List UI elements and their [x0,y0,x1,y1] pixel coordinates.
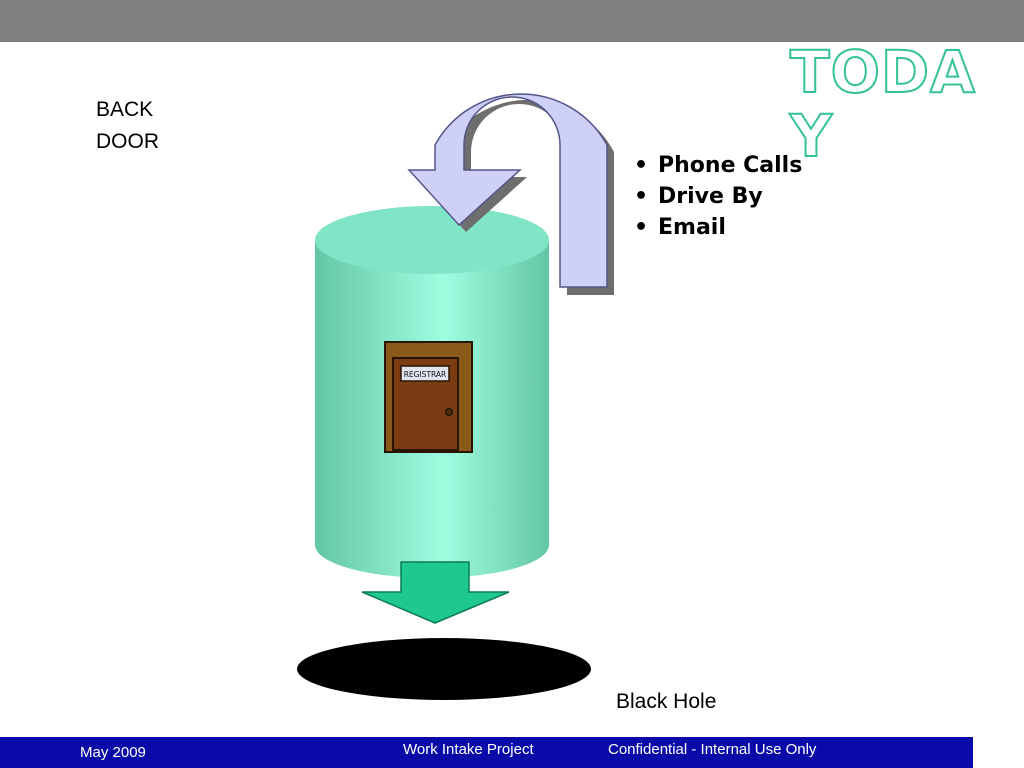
header-bar [0,0,1024,42]
bullet-item: Drive By [634,181,802,212]
footer-confidentiality: Confidential - Internal Use Only [608,741,817,758]
bullet-list: Phone Calls Drive By Email [634,150,802,243]
registrar-door-icon: REGISTRAR [384,341,473,453]
u-turn-arrow-shadow-2 [416,99,614,295]
footer-project-name: Work Intake Project [403,741,534,758]
slide-title: TODAY [789,38,976,170]
down-arrow [361,561,510,624]
black-hole-label: Black Hole [616,690,717,713]
door-sign-text: REGISTRAR [404,370,447,379]
footer-date: May 2009 [80,744,146,761]
black-hole-shape [297,638,591,700]
bullet-item: Email [634,212,802,243]
footer-bar [0,737,973,768]
back-door-label: BACK DOOR [96,98,159,153]
bullet-item: Phone Calls [634,150,802,181]
u-turn-arrow [407,93,608,288]
